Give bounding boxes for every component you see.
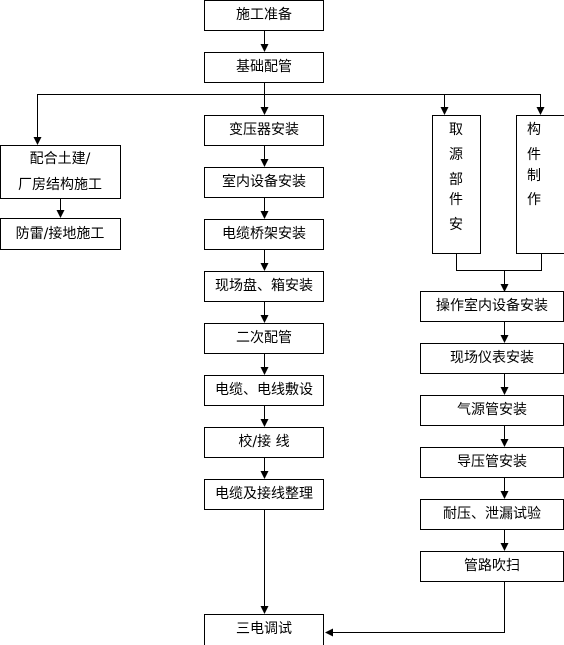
label-quyuan-char-3: 件 (449, 192, 463, 208)
label-shinei-shebei-anzhuang: 室内设备安装 (222, 173, 306, 190)
connectors (33, 30, 545, 637)
label-guanlu-chuisao: 管路吹扫 (464, 558, 520, 574)
box-goujian-zhizuo (516, 115, 564, 254)
arrow-chuisao-to-tiaoshi (325, 582, 505, 637)
label-dianlan-ji-jiexian-zhengli: 电缆及接线整理 (215, 485, 313, 502)
box-shinei-shebei-anzhuang (204, 167, 324, 198)
box-shigong-zhunbei (204, 0, 324, 31)
label-quyuan-char-1: 源 (449, 147, 463, 163)
label-naiya-xielou-shiyan: 耐压、泄漏试验 (443, 506, 541, 522)
label-dianlan-dianxian-fushe: 电缆、电线敷设 (215, 382, 313, 398)
label-qiyuanguan-anzhuang: 气源管安装 (457, 402, 527, 418)
label-sandian-tiaoshi: 三电调试 (236, 621, 292, 637)
label-goujian-char-3: 作 (527, 192, 541, 208)
box-caozuo-shinei-shebei-anzhuang (420, 291, 564, 322)
box-jichu-peiguan (204, 52, 324, 83)
box-xianchang-pan-xiang-anzhuang (204, 271, 324, 302)
box-fanglei-jiedi (0, 218, 121, 250)
label-quyuan-char-4: 安 (449, 217, 463, 233)
label-jichu-peiguan: 基础配管 (236, 58, 292, 75)
label-goujian-char-0: 构 (527, 122, 541, 138)
merge-line-quyuan-goujian (456, 254, 542, 271)
label-daoyaguan-anzhuang: 导压管安装 (457, 454, 527, 470)
label-bianyaqi-anzhuang: 变压器安装 (229, 122, 299, 138)
box-sandian-tiaoshi (204, 614, 324, 645)
label-dianlan-qiaojia-anzhuang: 电缆桥架安装 (222, 226, 306, 242)
box-naiya-xielou-shiyan (420, 499, 564, 530)
box-jiao-jiexian (204, 427, 324, 458)
label-xianchang-pan-xiang-anzhuang: 现场盘、箱安装 (215, 277, 313, 294)
label-peihe-tujian-line2: 厂房结构施工 (18, 177, 102, 193)
label-xianchang-yibiao-anzhuang: 现场仪表安装 (450, 350, 534, 366)
box-xianchang-yibiao-anzhuang (420, 343, 564, 374)
label-fanglei-jiedi: 防雷/接地施工 (16, 225, 105, 242)
label-goujian-char-1: 件 (527, 147, 541, 163)
label-caozuo-shinei-shebei-anzhuang: 操作室内设备安装 (436, 297, 548, 314)
box-dianlan-qiaojia-anzhuang (204, 219, 324, 250)
label-quyuan-char-0: 取 (449, 122, 463, 138)
box-dianlan-ji-jiexian-zhengli (204, 479, 324, 510)
box-dianlan-dianxian-fushe (204, 375, 324, 406)
label-quyuan-char-2: 部 (449, 172, 463, 188)
box-peihe-tujian (0, 145, 121, 199)
label-erci-peiguan: 二次配管 (236, 330, 292, 346)
label-goujian-char-2: 制 (527, 168, 541, 184)
box-daoyaguan-anzhuang (420, 447, 564, 478)
box-guanlu-chuisao (420, 551, 564, 582)
label-peihe-tujian-line1: 配合土建/ (30, 151, 91, 167)
box-quyuan-bujian-an (432, 115, 481, 254)
box-erci-peiguan (204, 323, 324, 354)
box-qiyuanguan-anzhuang (420, 395, 564, 426)
label-shigong-zhunbei: 施工准备 (236, 6, 292, 23)
label-jiao-jiexian: 校/接 线 (238, 433, 289, 450)
box-bianyaqi-anzhuang (204, 115, 324, 146)
